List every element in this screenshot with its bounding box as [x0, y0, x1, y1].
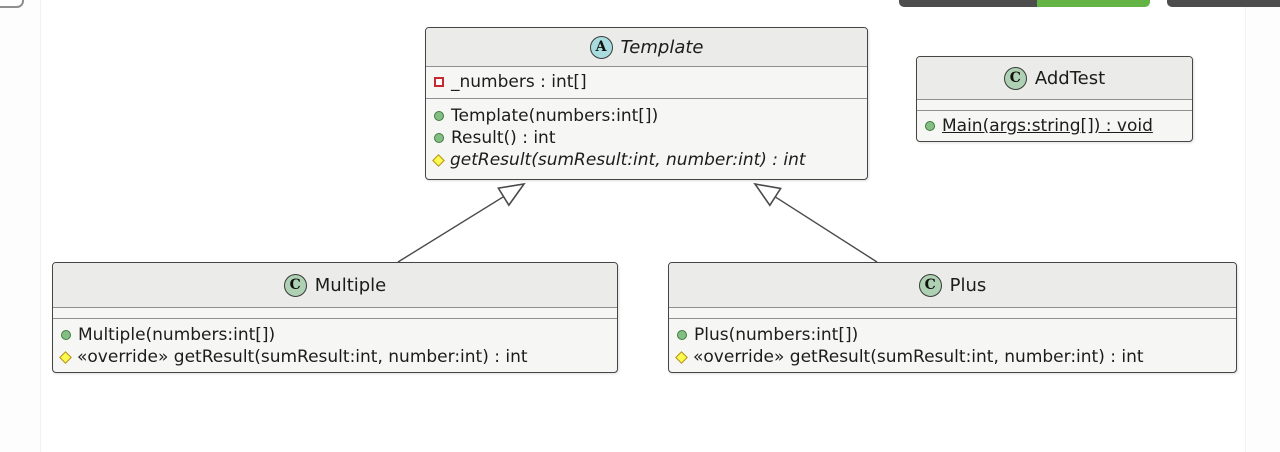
- class-header: C Multiple: [53, 263, 617, 308]
- class-letter-icon: C: [1003, 66, 1027, 90]
- methods-compartment: Plus(numbers:int[]) «override» getResult…: [669, 319, 1236, 374]
- class-name: Template: [620, 36, 704, 58]
- method-row: Template(numbers:int[]): [434, 105, 859, 127]
- private-visibility-icon: [434, 77, 444, 87]
- class-letter-icon: C: [918, 273, 942, 297]
- fields-compartment: _numbers : int[]: [426, 67, 867, 99]
- cutoff-toolbar-button-dark-left[interactable]: [899, 0, 1037, 7]
- fields-compartment-empty: [53, 308, 617, 319]
- method-row: Plus(numbers:int[]): [677, 324, 1228, 346]
- public-visibility-icon: [925, 121, 935, 131]
- public-visibility-icon: [434, 111, 444, 121]
- method-text: getResult(sumResult:int, number:int) : i…: [450, 150, 806, 170]
- field-row: _numbers : int[]: [434, 71, 859, 93]
- class-name: Multiple: [314, 274, 387, 296]
- right-panel-edge: [1245, 0, 1280, 452]
- public-visibility-icon: [677, 330, 687, 340]
- class-header: C Plus: [669, 263, 1236, 308]
- class-header: C AddTest: [917, 57, 1192, 100]
- method-row: «override» getResult(sumResult:int, numb…: [675, 346, 1228, 368]
- fields-compartment-empty: [669, 308, 1236, 319]
- method-row: getResult(sumResult:int, number:int) : i…: [432, 149, 859, 171]
- edge-plus-extends-template: [753, 182, 878, 263]
- methods-compartment: Template(numbers:int[]) Result() : int g…: [426, 99, 867, 179]
- class-box-addtest: C AddTest Main(args:string[]) : void: [916, 56, 1193, 142]
- protected-visibility-icon: [432, 153, 445, 167]
- class-name: AddTest: [1034, 67, 1106, 89]
- cutoff-toolbar-button-dark-right[interactable]: [1167, 0, 1280, 7]
- abstract-letter-icon: A: [589, 35, 613, 59]
- method-row: «override» getResult(sumResult:int, numb…: [59, 346, 609, 368]
- method-text: «override» getResult(sumResult:int, numb…: [77, 347, 528, 367]
- method-row: Result() : int: [434, 127, 859, 149]
- method-text: Multiple(numbers:int[]): [78, 325, 276, 345]
- fields-compartment-empty: [917, 100, 1192, 111]
- method-text: «override» getResult(sumResult:int, numb…: [693, 347, 1144, 367]
- class-name: Plus: [949, 274, 987, 296]
- methods-compartment: Main(args:string[]) : void: [917, 111, 1192, 143]
- method-text: Plus(numbers:int[]): [694, 325, 859, 345]
- class-header: A Template: [426, 28, 867, 67]
- method-row: Multiple(numbers:int[]): [61, 324, 609, 346]
- class-box-plus: C Plus Plus(numbers:int[]) «override» ge…: [668, 262, 1237, 373]
- protected-visibility-icon: [675, 350, 688, 364]
- public-visibility-icon: [61, 330, 71, 340]
- methods-compartment: Multiple(numbers:int[]) «override» getRe…: [53, 319, 617, 374]
- public-visibility-icon: [434, 133, 444, 143]
- cutoff-toolbar-button-green[interactable]: [1037, 0, 1150, 7]
- method-text: Template(numbers:int[]): [451, 106, 659, 126]
- method-row: Main(args:string[]) : void: [925, 115, 1184, 137]
- field-text: _numbers : int[]: [451, 72, 587, 92]
- class-box-template: A Template _numbers : int[] Template(num…: [425, 27, 868, 180]
- method-text: Main(args:string[]) : void: [942, 116, 1153, 136]
- left-panel-edge: [0, 0, 41, 452]
- method-text: Result() : int: [451, 128, 556, 148]
- cutoff-rounded-element: [0, 0, 24, 8]
- class-letter-icon: C: [283, 273, 307, 297]
- protected-visibility-icon: [59, 350, 72, 364]
- class-box-multiple: C Multiple Multiple(numbers:int[]) «over…: [52, 262, 618, 373]
- edge-multiple-extends-template: [397, 182, 526, 263]
